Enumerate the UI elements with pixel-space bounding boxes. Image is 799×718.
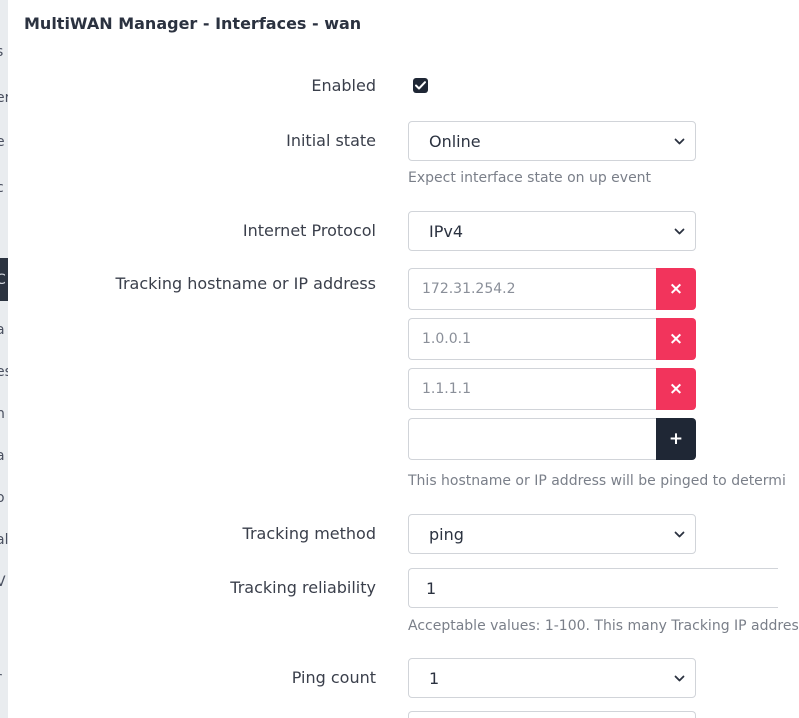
remove-host-button[interactable]: ×	[656, 368, 696, 410]
internet-protocol-value: IPv4	[429, 221, 464, 241]
background-active-nav-item	[0, 258, 8, 301]
initial-state-select[interactable]: Online	[408, 121, 696, 161]
tracking-reliability-value: 1	[426, 578, 437, 598]
tracking-host-value: 172.31.254.2	[422, 281, 516, 297]
ping-count-label: Ping count	[291, 668, 376, 687]
next-field-select-partial[interactable]	[408, 711, 696, 718]
remove-host-button[interactable]: ×	[656, 318, 696, 360]
background-text-fragment: e	[0, 134, 5, 150]
modal-header: MultiWAN Manager - Interfaces - wan	[8, 0, 765, 48]
tracking-hosts-label: Tracking hostname or IP address	[115, 274, 376, 293]
background-page-strip: s er e c C a es n a o al V r	[0, 0, 12, 718]
chevron-down-icon	[674, 531, 685, 538]
tracking-host-value: 1.0.0.1	[422, 331, 471, 347]
background-text-fragment: s	[0, 44, 10, 60]
tracking-host-input[interactable]: 1.0.0.1	[408, 318, 656, 360]
ping-count-value: 1	[429, 668, 440, 688]
internet-protocol-select[interactable]: IPv4	[408, 211, 696, 251]
tracking-method-label: Tracking method	[242, 524, 376, 543]
new-tracking-host-input[interactable]	[408, 418, 656, 460]
tracking-reliability-help: Acceptable values: 1-100. This many Trac…	[408, 618, 799, 634]
tracking-reliability-input[interactable]: 1	[408, 568, 778, 608]
initial-state-help: Expect interface state on up event	[408, 170, 652, 186]
tracking-reliability-label: Tracking reliability	[230, 578, 376, 597]
checkmark-icon	[415, 81, 426, 90]
add-host-button[interactable]: +	[656, 418, 696, 460]
modal-title: MultiWAN Manager - Interfaces - wan	[24, 14, 362, 33]
initial-state-label: Initial state	[286, 131, 376, 150]
background-text-fragment: a	[0, 322, 5, 338]
background-text-fragment: es	[0, 364, 12, 380]
chevron-down-icon	[674, 138, 685, 145]
enabled-label: Enabled	[311, 76, 376, 95]
background-text-fragment: C	[0, 272, 6, 288]
background-text-fragment: o	[0, 490, 5, 506]
background-text-fragment: er	[0, 90, 10, 106]
remove-host-button[interactable]: ×	[656, 268, 696, 310]
initial-state-value: Online	[429, 131, 481, 151]
background-text-fragment: a	[0, 448, 5, 464]
tracking-method-value: ping	[429, 524, 464, 544]
background-text-fragment: al	[0, 532, 9, 548]
edit-interface-modal: MultiWAN Manager - Interfaces - wan Enab…	[8, 0, 799, 718]
background-text-fragment: r	[0, 670, 10, 686]
background-text-fragment: c	[0, 180, 10, 196]
chevron-down-icon	[674, 675, 685, 682]
tracking-host-input[interactable]: 172.31.254.2	[408, 268, 656, 310]
chevron-down-icon	[674, 228, 685, 235]
background-text-fragment: V	[0, 574, 6, 590]
background-text-fragment: n	[0, 406, 5, 422]
tracking-host-value: 1.1.1.1	[422, 381, 471, 397]
enabled-checkbox[interactable]	[413, 78, 428, 93]
tracking-host-input[interactable]: 1.1.1.1	[408, 368, 656, 410]
ping-count-select[interactable]: 1	[408, 658, 696, 698]
tracking-hosts-help: This hostname or IP address will be ping…	[408, 473, 786, 489]
tracking-method-select[interactable]: ping	[408, 514, 696, 554]
internet-protocol-label: Internet Protocol	[242, 221, 376, 240]
